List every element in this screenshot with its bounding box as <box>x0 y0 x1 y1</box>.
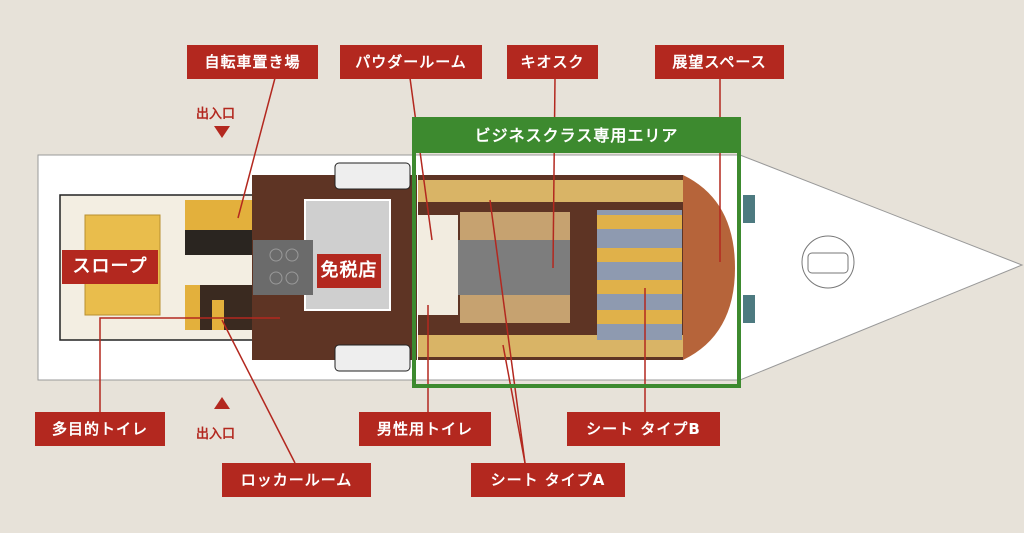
arrow-down-icon <box>214 126 230 138</box>
label-seat-type-b: シート タイプB <box>567 412 720 446</box>
label-locker-room: ロッカールーム <box>222 463 371 497</box>
label-multipurpose-toilet: 多目的トイレ <box>35 412 165 446</box>
observation-area <box>683 175 735 360</box>
seat-row-top <box>418 180 683 202</box>
seat-row-bottom <box>418 335 683 357</box>
kiosk-core <box>440 240 570 295</box>
seat-block-a-bottom <box>460 295 570 323</box>
label-duty-free: 免税店 <box>317 254 381 288</box>
business-area-title: ビジネスクラス専用エリア <box>416 121 737 153</box>
label-seat-type-a: シート タイプA <box>471 463 625 497</box>
business-class-area: ビジネスクラス専用エリア <box>412 117 741 388</box>
bicycle-area <box>185 200 253 230</box>
label-kiosk: キオスク <box>507 45 598 79</box>
label-entrance-bottom: 出入口 <box>196 427 236 442</box>
label-entrance-top: 出入口 <box>196 107 236 122</box>
arrow-up-icon <box>214 397 230 409</box>
label-slope: スロープ <box>62 250 158 284</box>
stair-core <box>253 240 313 295</box>
leader-lines <box>99 77 721 464</box>
label-mens-toilet: 男性用トイレ <box>359 412 491 446</box>
label-powder-room: パウダールーム <box>340 45 482 79</box>
seat-block-a-top <box>460 212 570 240</box>
label-bicycle-parking: 自転車置き場 <box>187 45 318 79</box>
label-observation-space: 展望スペース <box>655 45 784 79</box>
